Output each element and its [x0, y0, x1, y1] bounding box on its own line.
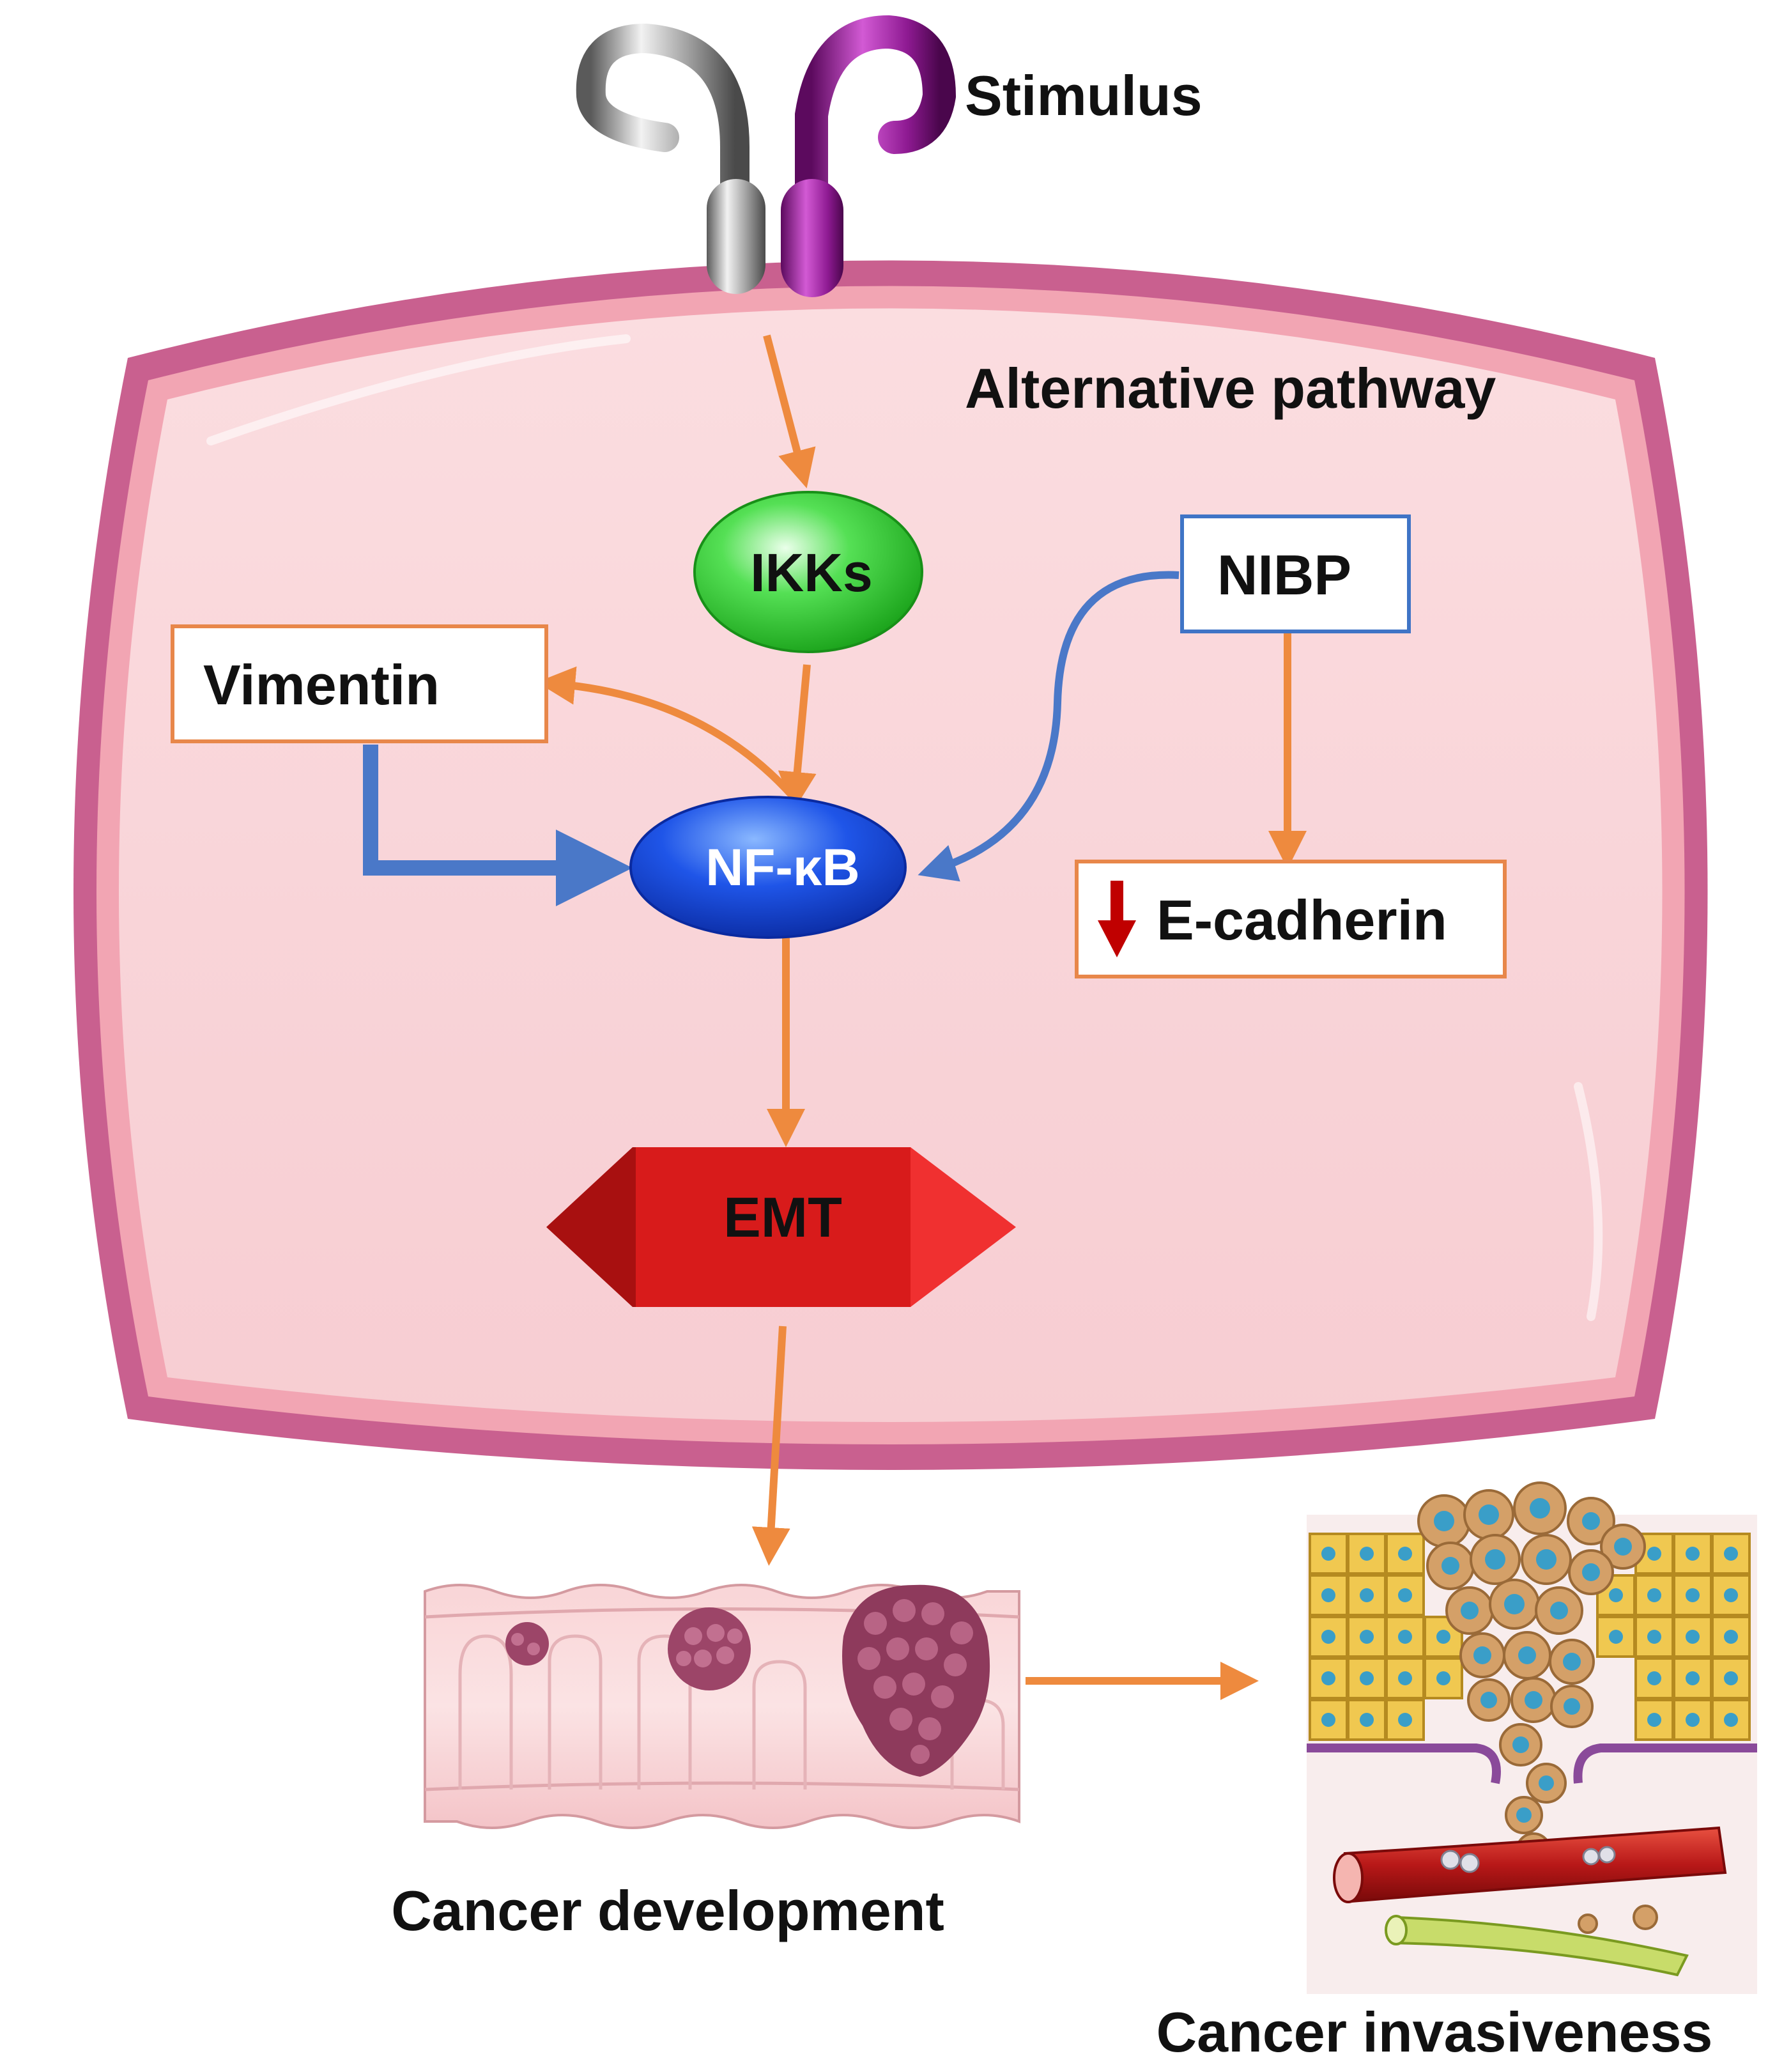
cancer-invasiveness-label: Cancer invasiveness	[1157, 2000, 1713, 2064]
nibp-label: NIBP	[1217, 543, 1351, 607]
pathway-title: Alternative pathway	[965, 357, 1496, 420]
tumor-small	[505, 1622, 549, 1666]
emt-node: EMT	[546, 1147, 1016, 1307]
colon-tumor-icon	[424, 1584, 1020, 1829]
receptor-purple-stem	[781, 179, 843, 297]
ikks-label: IKKs	[750, 543, 872, 603]
tissue-invasion-icon	[1307, 1481, 1757, 1994]
ikks-node: IKKs	[693, 491, 923, 653]
vimentin-box: Vimentin	[171, 624, 548, 743]
arrow-emt-to-colon	[751, 1326, 790, 1566]
arrow-nfkb-to-vimentin	[537, 666, 796, 799]
nfkb-label: NF-κB	[705, 839, 860, 897]
arrow-nibp-to-nfkb	[918, 571, 1180, 882]
tumor-medium	[668, 1607, 751, 1690]
ecadherin-box: E-cadherin	[1075, 860, 1507, 978]
cell-highlight	[206, 334, 631, 445]
ikks-shape	[693, 491, 923, 653]
receptor-silver-arm	[576, 23, 749, 283]
cancer-development-label: Cancer development	[391, 1879, 944, 1942]
down-arrow-icon	[1098, 881, 1136, 957]
emt-shape-left	[546, 1147, 639, 1307]
arrow-receptor-to-ikks	[763, 334, 816, 489]
nfkb-shape	[629, 796, 907, 939]
arrow-ikks-to-nfkb	[778, 664, 817, 810]
blood-vessel	[1343, 1826, 1727, 1903]
nfkb-node: NF-κB	[629, 796, 907, 939]
arrows	[363, 334, 1307, 1700]
ecadherin-label: E-cadherin	[1157, 888, 1447, 952]
emt-label: EMT	[723, 1186, 842, 1249]
receptor-icon	[576, 15, 957, 297]
stimulus-label: Stimulus	[965, 64, 1203, 127]
receptor-purple-arm	[795, 15, 957, 291]
arrow-vimentin-to-nfkb	[363, 745, 633, 906]
nibp-box: NIBP	[1180, 514, 1411, 633]
receptor-silver-stem	[707, 179, 765, 294]
lymph-vessel	[1391, 1915, 1689, 1977]
epithelial-cells	[1309, 1533, 1751, 1741]
basement-membrane	[1307, 1743, 1757, 1784]
emt-shape-body	[636, 1147, 911, 1307]
emt-shape-right	[911, 1147, 1016, 1307]
vimentin-label: Vimentin	[203, 653, 440, 716]
